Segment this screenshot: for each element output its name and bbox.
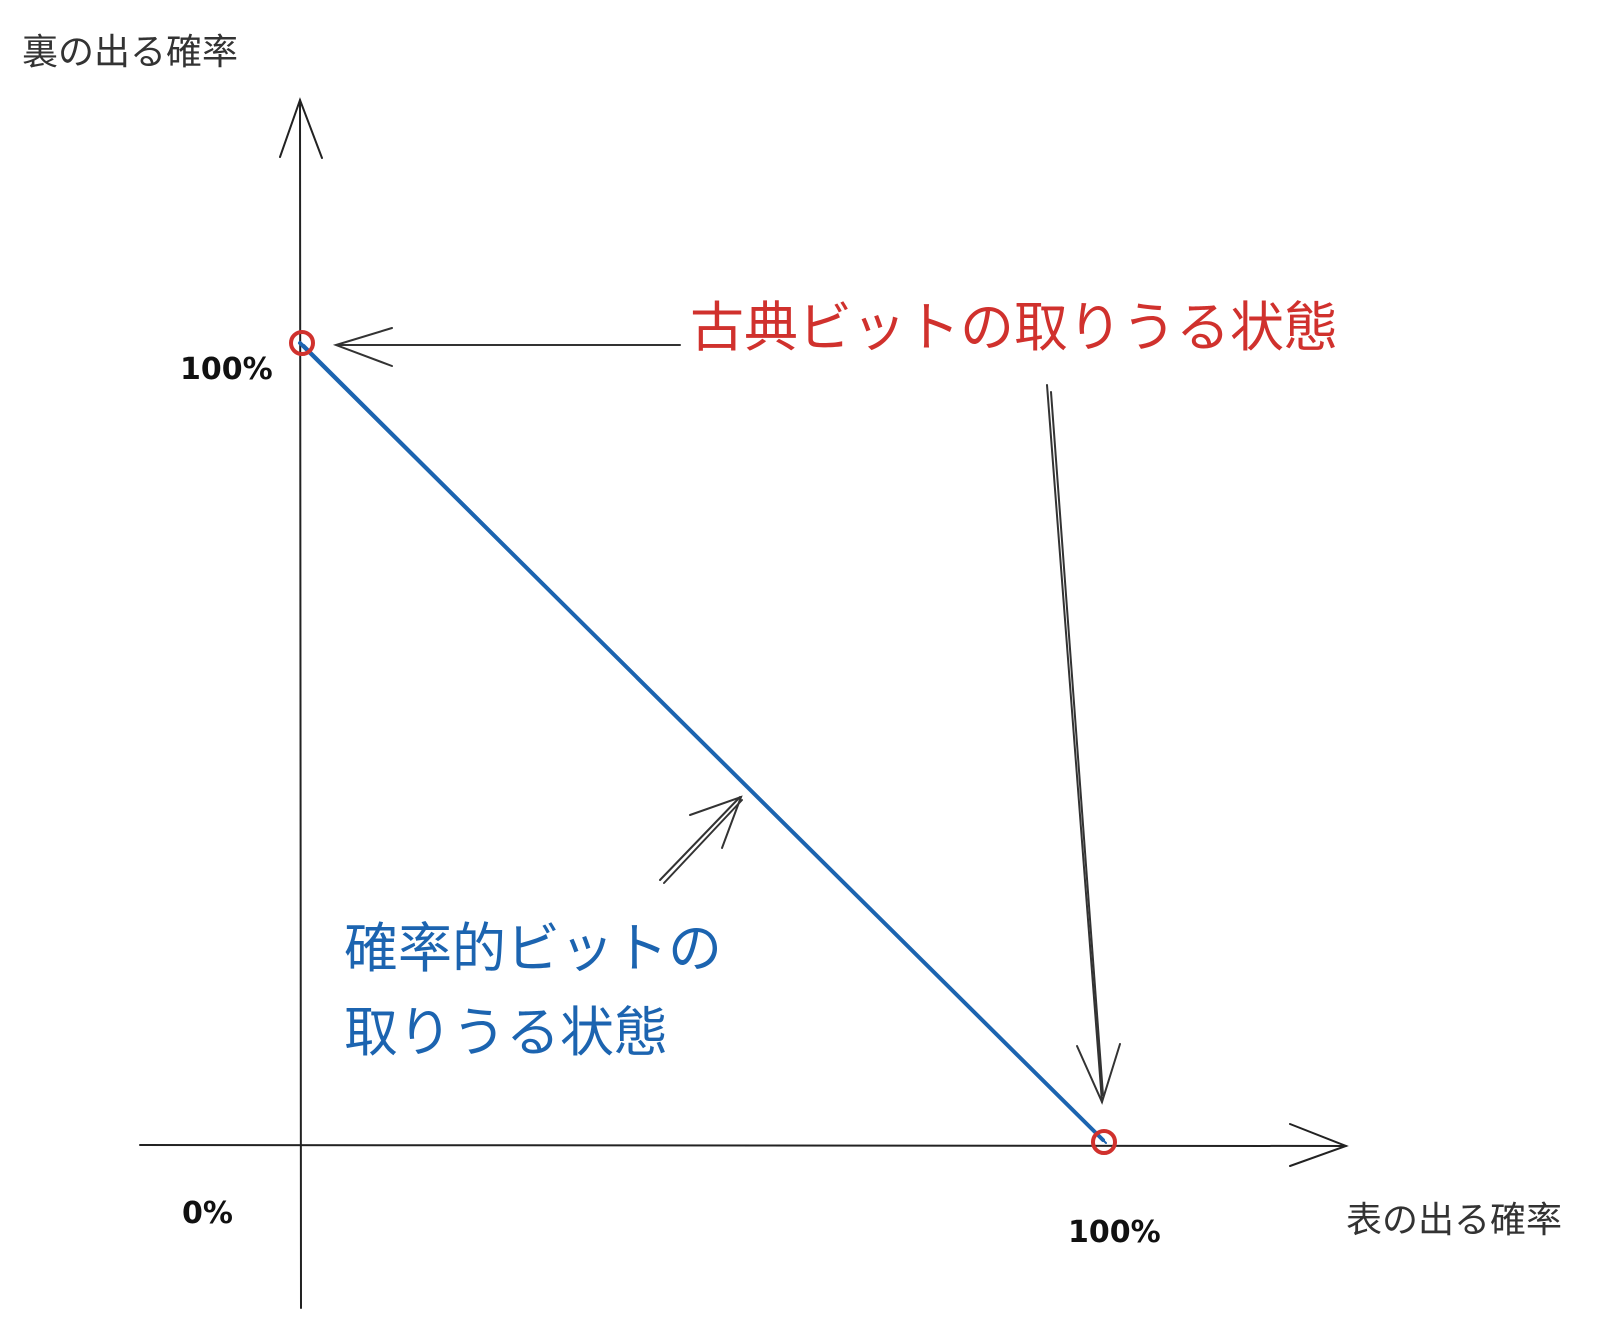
probabilistic-states-label-line1: 確率的ビットの	[344, 917, 722, 980]
y-max-tick-label: 100%	[180, 352, 273, 387]
probabilistic-states-label-line2: 取りうる状態	[344, 1001, 668, 1064]
probabilistic-states-line	[298, 341, 1107, 1144]
classical-states-label: 古典ビットの取りうる状態	[690, 296, 1338, 359]
pointer-arrow-to-heads-state	[1046, 384, 1121, 1105]
x-axis-arrowhead	[1289, 1123, 1349, 1167]
pointer-arrow-to-diagonal	[659, 795, 743, 884]
classical-state-point-heads	[1091, 1129, 1117, 1155]
y-axis	[279, 97, 323, 1309]
classical-state-point-tails	[289, 330, 315, 356]
y-axis-title: 裏の出る確率	[22, 32, 238, 73]
x-max-tick-label: 100%	[1068, 1215, 1161, 1250]
x-axis-title: 表の出る確率	[1346, 1200, 1562, 1241]
origin-tick-label: 0%	[182, 1196, 233, 1231]
pointer-arrow-to-tails-state	[332, 327, 681, 367]
y-axis-arrowhead	[279, 97, 323, 159]
x-axis	[139, 1123, 1349, 1167]
